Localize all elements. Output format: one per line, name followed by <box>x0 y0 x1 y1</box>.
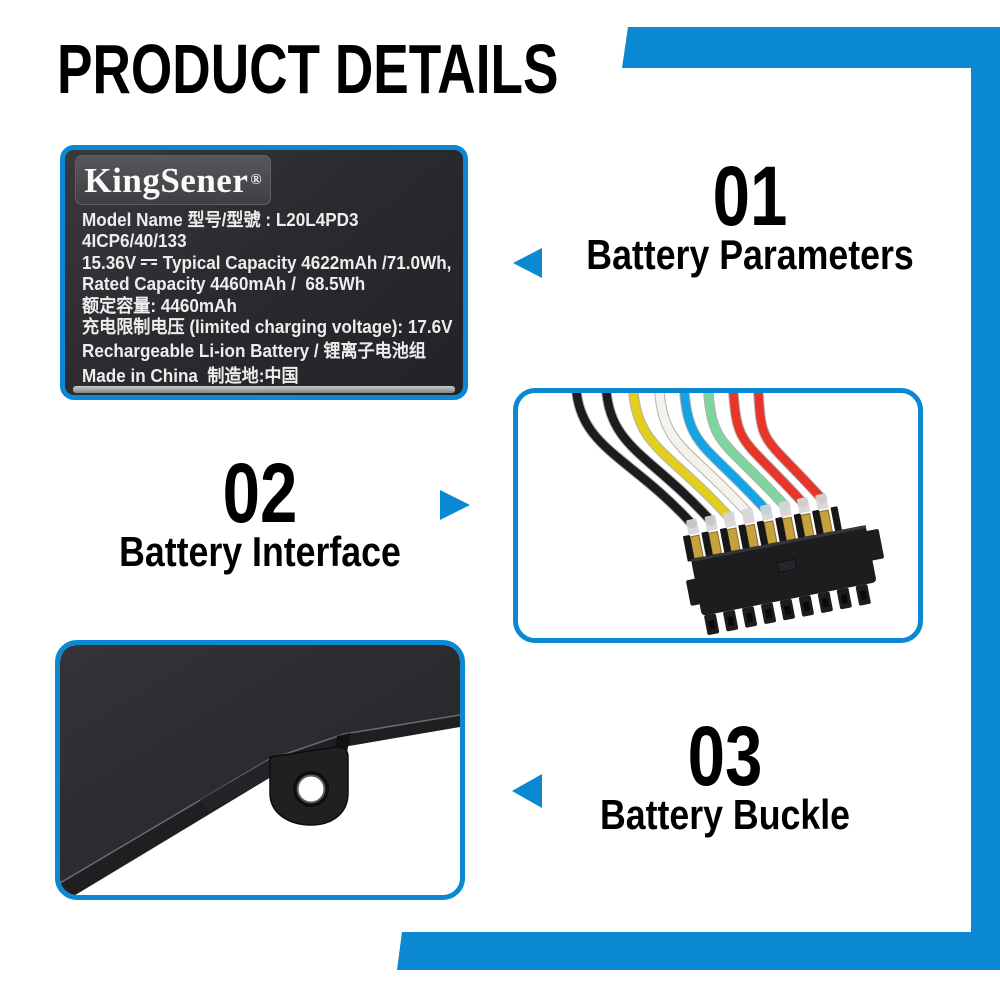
battery-label-photo: KingSener® Model Name 型号/型號 : L20L4PD3 4… <box>60 145 468 400</box>
label-model-line: Model Name 型号/型號 : L20L4PD3 <box>82 210 359 230</box>
dc-voltage-icon <box>140 258 158 267</box>
buckle-drawing <box>60 645 460 895</box>
arrow-left-icon <box>513 248 542 278</box>
kingsener-logo: KingSener® <box>75 155 271 205</box>
buckle-hole <box>296 774 326 804</box>
section-number: 02 <box>222 446 298 540</box>
battery-spec-lines: Model Name 型号/型號 : L20L4PD3 4ICP6/40/133… <box>82 210 457 387</box>
label-cell-config: 4ICP6/40/133 <box>82 231 187 252</box>
arrow-left-icon <box>512 774 542 808</box>
label-rated-capacity: Rated Capacity 4460mAh / 68.5Wh <box>82 274 366 295</box>
registered-trademark-icon: ® <box>250 171 262 188</box>
section-number: 03 <box>687 709 763 803</box>
label-typical-capacity: Typical Capacity 4622mAh /71.0Wh, <box>162 252 452 273</box>
battery-buckle-photo <box>55 640 465 900</box>
top-bar-shape <box>622 27 1000 68</box>
bottom-bar-shape <box>397 932 1000 970</box>
battery-side-face <box>60 715 460 895</box>
wire-bundle <box>571 393 828 530</box>
brand-text: KingSener <box>84 160 249 200</box>
section-label: Battery Parameters <box>586 231 914 279</box>
section-label: Battery Interface <box>119 528 401 576</box>
section-battery-interface: 02 Battery Interface <box>70 446 450 577</box>
connector-body <box>683 493 884 635</box>
label-origin: Made in China 制造地:中国 <box>82 365 299 386</box>
section-battery-buckle: 03 Battery Buckle <box>535 709 915 840</box>
label-voltage: 15.36V <box>82 252 137 273</box>
label-charging-voltage: 充电限制电压 (limited charging voltage): 17.6V <box>82 317 453 338</box>
battery-edge-highlight <box>60 714 460 884</box>
label-bottom-sheen <box>73 386 455 393</box>
buckle-hole-ring <box>293 771 329 807</box>
label-rated-capacity-cn: 额定容量: 4460mAh <box>82 295 237 316</box>
section-battery-parameters: 01 Battery Parameters <box>555 149 945 280</box>
right-bar-shape <box>971 68 1000 932</box>
page-title: PRODUCT DETAILS <box>57 30 559 108</box>
battery-connector-photo <box>513 388 923 643</box>
section-number: 01 <box>712 149 788 243</box>
section-label: Battery Buckle <box>599 791 851 839</box>
edge-step <box>200 758 278 811</box>
connector-drawing <box>571 393 884 635</box>
label-voltage-capacity-line: 15.36V Typical Capacity 4622mAh /71.0Wh, <box>82 252 451 274</box>
arrow-right-icon <box>440 490 470 520</box>
label-battery-type: Rechargeable Li-ion Battery / 锂离子电池组 <box>82 341 426 362</box>
